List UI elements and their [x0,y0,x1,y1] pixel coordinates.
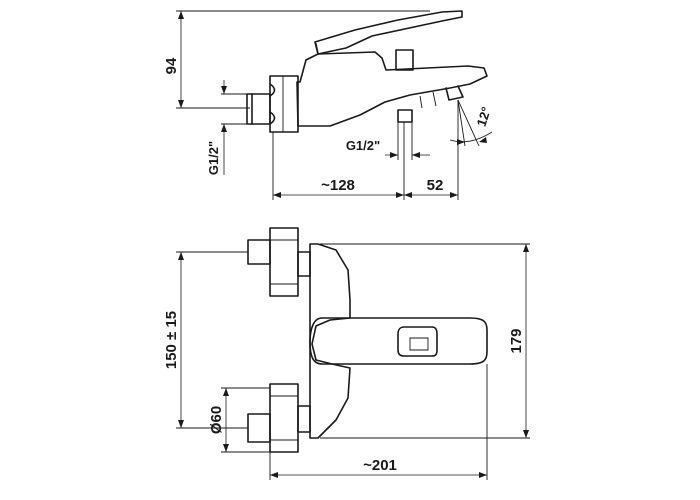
mixer-body-top [309,243,351,439]
diverter-knob-top [395,49,414,71]
dim-spout-offset-label: 52 [427,177,444,194]
dim-depth-label: ~128 [321,177,355,194]
lever-handle-top [309,317,488,365]
dim-thread-left-label: G1/2" [206,141,221,175]
lever-window [397,326,438,357]
connector-lower-nut [269,383,299,453]
spout-outlet-side [445,85,464,101]
connector-upper-nut [269,227,299,297]
connector-upper-hex [297,251,311,277]
dim-angle-label: 12° [474,105,494,128]
dim-centers-label: 150 ± 15 [163,311,180,369]
diverter-bottom [397,109,413,123]
dim-overall-width-label: ~201 [363,457,397,474]
dim-diameter-label: Ø60 [208,406,225,434]
wall-pipe-side [251,93,271,125]
wall-pipe-lower [247,413,271,443]
dim-thread-bottom-label: G1/2" [346,138,380,153]
lever-handle-side [314,10,463,55]
wall-pipe-upper [247,239,271,265]
dim-height-label: 94 [163,57,180,74]
top-view: 150 ± 15 Ø60 179 ~201 [163,227,530,480]
wall-connector-nut [269,75,299,133]
dim-overall-height-label: 179 [508,328,525,353]
side-view: 94 G1/2" G1/2" ~128 52 12° [163,10,494,200]
mixer-body-side [296,51,488,127]
connector-lower-hex [297,405,311,433]
